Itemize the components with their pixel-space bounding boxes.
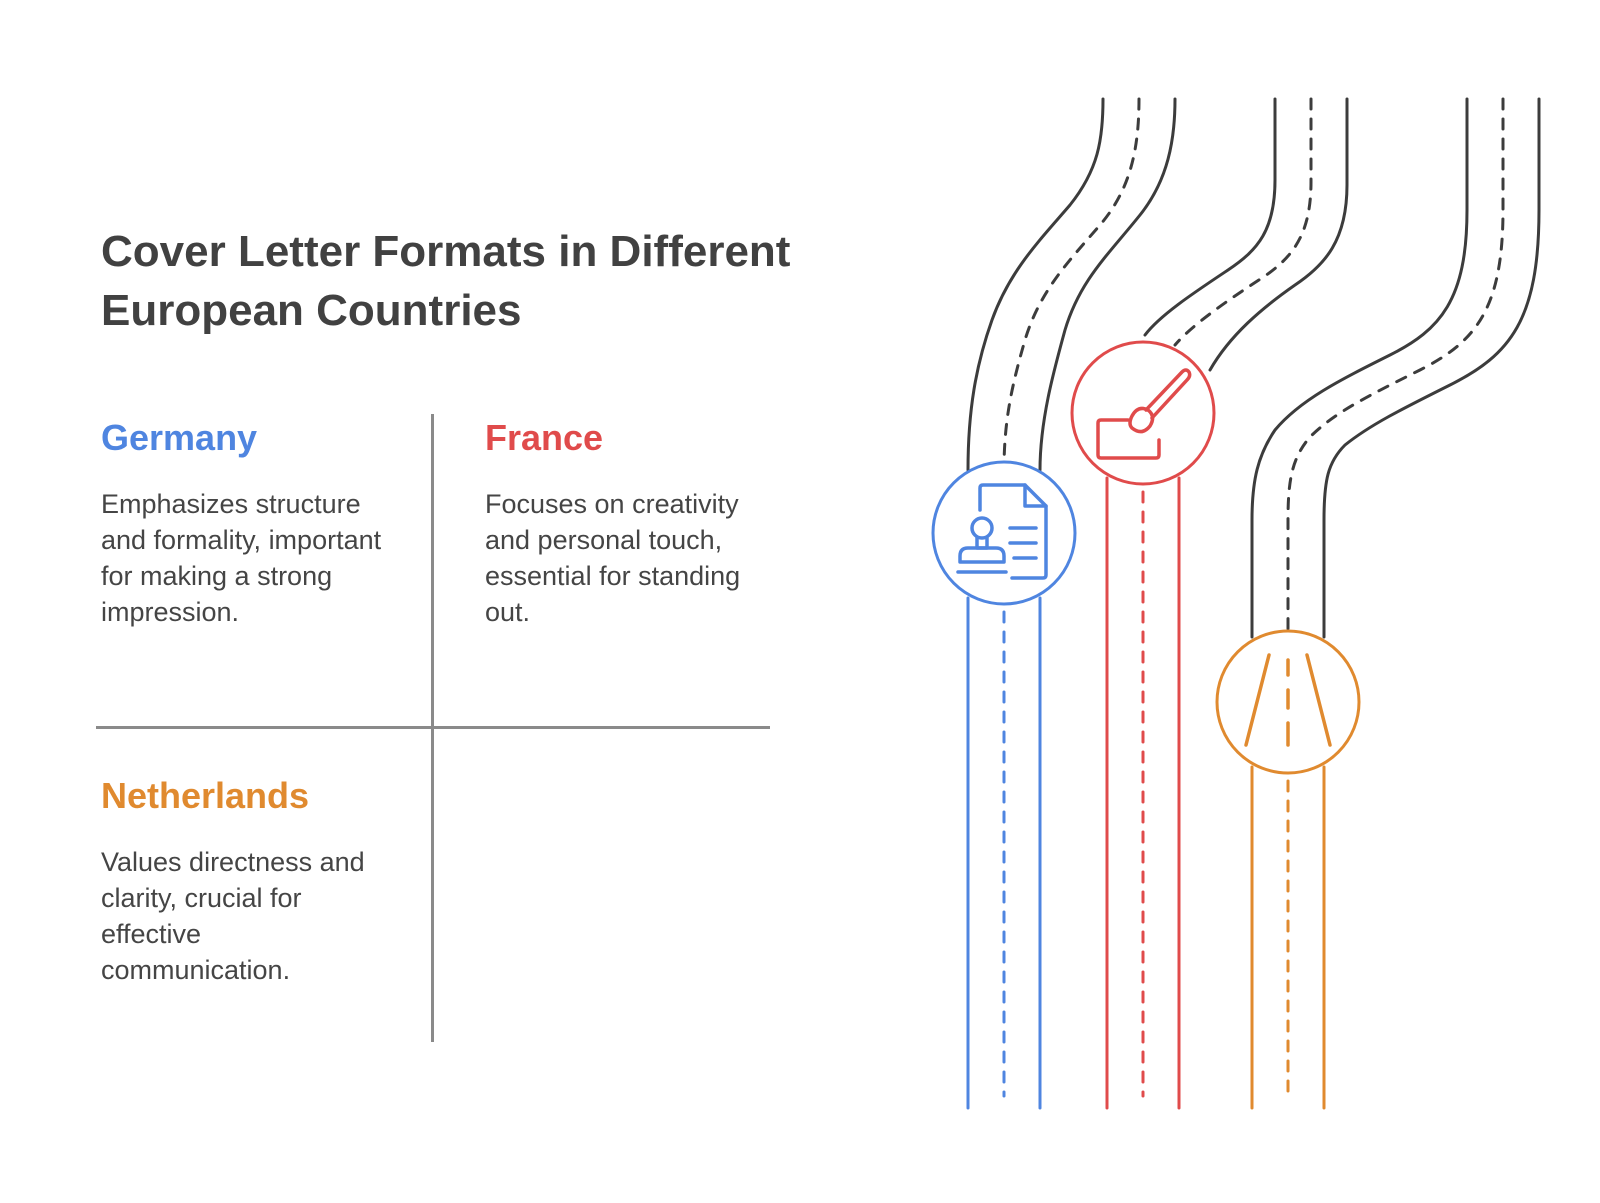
country-description-germany: Emphasizes structure and formality, impo… [101, 489, 382, 627]
france-marker [1070, 340, 1216, 486]
country-description-france: Focuses on creativity and personal touch… [485, 489, 741, 627]
country-heading-france: France [485, 417, 604, 458]
country-heading-netherlands: Netherlands [101, 775, 310, 816]
quadrant-germany: Germany Emphasizes structure and formali… [101, 414, 391, 630]
quadrant-france: France Focuses on creativity and persona… [485, 414, 775, 630]
document-stamp-icon [956, 483, 1048, 580]
road-germany [966, 97, 1177, 1110]
germany-marker [931, 460, 1077, 606]
netherlands-marker [1215, 629, 1361, 775]
page-title: Cover Letter Formats in Different Europe… [101, 227, 791, 335]
country-description-netherlands: Values directness and clarity, crucial f… [101, 847, 365, 985]
quadrant-netherlands: Netherlands Values directness and clarit… [101, 772, 391, 988]
country-heading-germany: Germany [101, 417, 258, 458]
road-netherlands [1250, 97, 1541, 1110]
horizontal-divider [96, 726, 770, 729]
road-france [1105, 97, 1349, 1110]
road-icon [1244, 653, 1332, 747]
paintbrush-icon [1096, 368, 1192, 460]
